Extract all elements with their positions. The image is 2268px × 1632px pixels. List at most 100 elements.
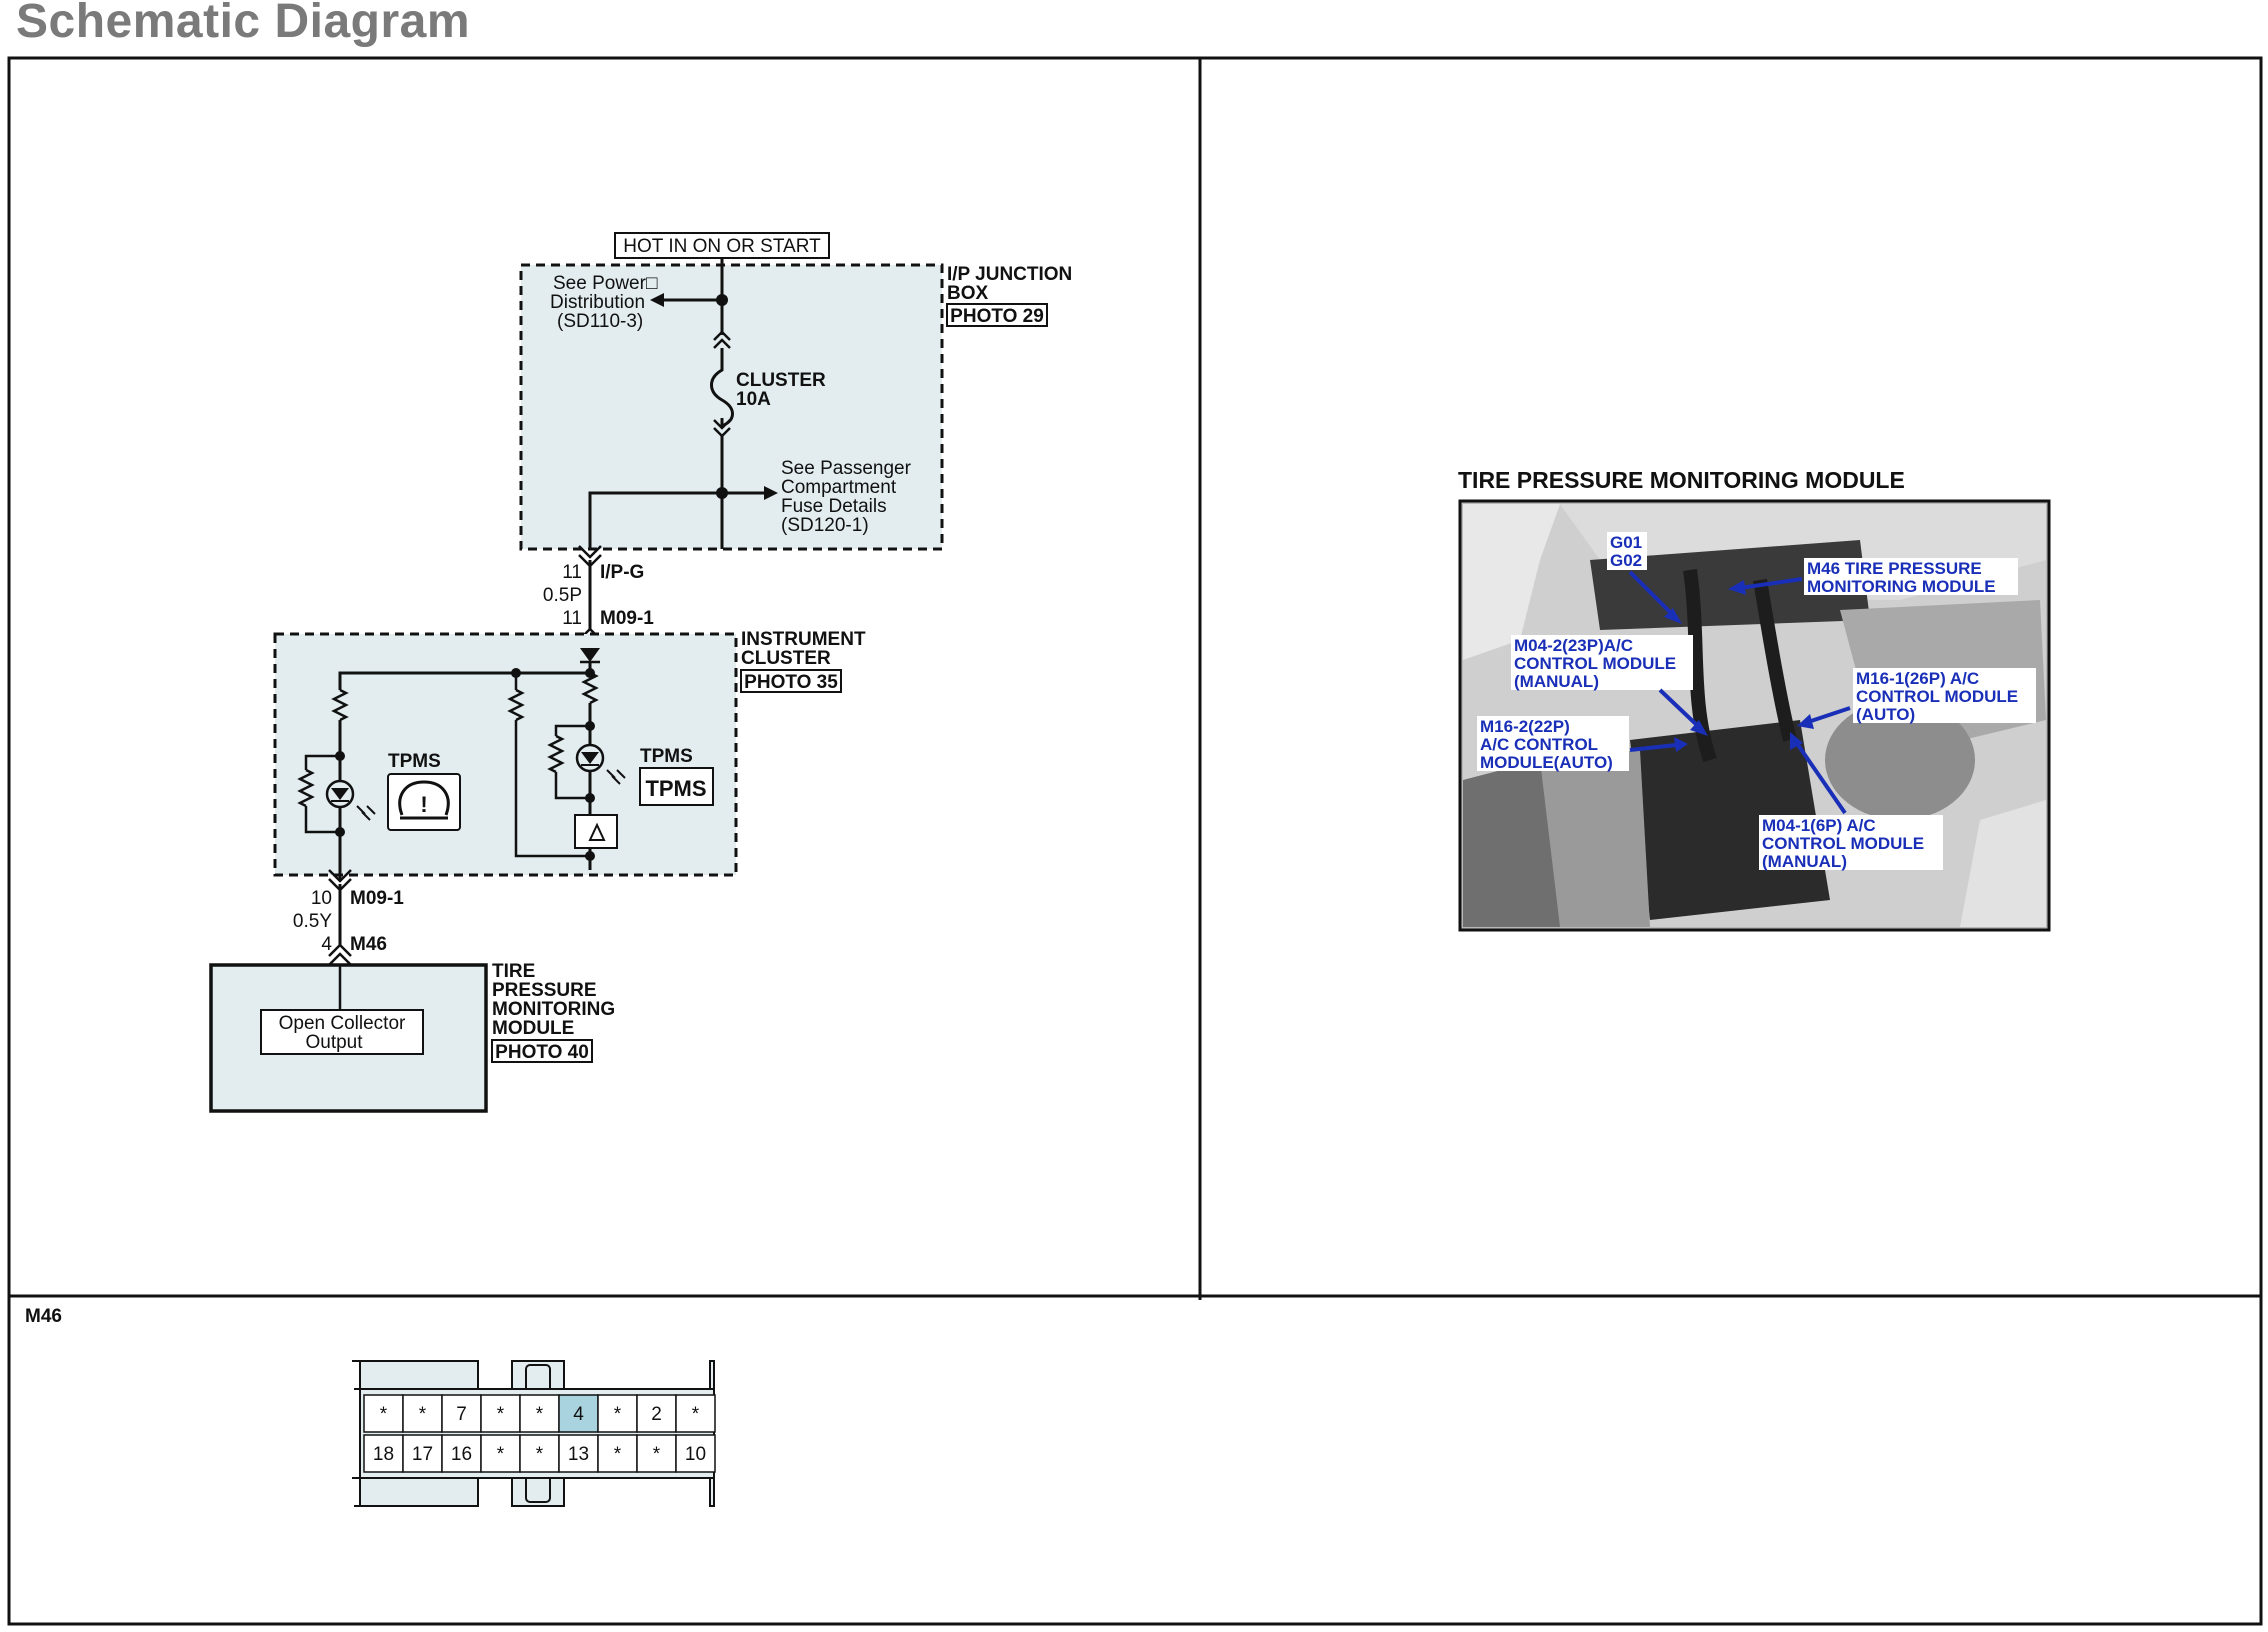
photo-35-label: PHOTO 35 [744,672,838,693]
connector-pin-cell [636,1434,677,1473]
connector-pin-cell [480,1394,521,1433]
ip-junction-box-name-2: BOX [947,283,989,304]
connector-pin-cell [363,1394,404,1433]
connector-chevron-icon [328,943,352,966]
callout-m04-2: M04-2(23P)A/C CONTROL MODULE (MANUAL) [1511,635,1708,736]
callout-m16-1: M16-1(26P) A/C CONTROL MODULE (AUTO) [1797,668,2036,729]
see-power-1: See Power□ [553,273,658,294]
connector-pin-label: 10 [685,1444,706,1465]
callout-m16-2-3: MODULE(AUTO) [1480,753,1613,772]
photo-29-label: PHOTO 29 [950,306,1044,327]
connector-pin-label: * [536,1404,544,1425]
hot-label-box [614,232,830,259]
callout-m16-1-3: (AUTO) [1856,705,1915,724]
fuse-name: CLUSTER [736,370,826,391]
m09-1-connector-name: M09-1 [350,888,404,909]
callout-m04-1-2: CONTROL MODULE [1762,834,1924,853]
light-rays-icon [356,805,376,821]
photo-panel: TIRE PRESSURE MONITORING MODULE G01 G02 … [1458,467,2051,932]
see-passenger-3: Fuse Details [781,496,887,517]
callout-m04-1-1: M04-1(6P) A/C [1762,816,1876,835]
tpms-module-name-2: PRESSURE [492,980,597,1001]
connector-pin-label: 4 [573,1404,584,1425]
resistor-icon [547,734,565,774]
tpms-module-name-1: TIRE [492,961,535,982]
callout-m16-2-2: A/C CONTROL [1480,735,1598,754]
connector-latch-bottom-left [359,1477,479,1507]
m09-pin-top: 10 [311,888,332,909]
m09-wire: 0.5Y [293,911,332,932]
see-passenger-2: Compartment [781,477,897,498]
sheet-frame [7,56,2263,1626]
ipg-wire: 0.5P [543,585,582,606]
connector-pin-label: * [536,1444,544,1465]
connector-pin-cell [558,1434,599,1473]
junction-dot [585,793,595,803]
open-collector-box [260,1009,424,1055]
photo-title: TIRE PRESSURE MONITORING MODULE [1458,467,1905,493]
callout-g02: G02 [1610,551,1642,570]
connector-pin-label: 7 [456,1404,467,1425]
callout-m04-2-3: (MANUAL) [1514,672,1599,691]
connector-pin-cell [441,1394,482,1433]
tpms-lamp-left-label: TPMS [388,751,441,772]
connector-pin-cell [675,1434,716,1473]
junction-dot [335,827,345,837]
callout-m04-2-1: M04-2(23P)A/C [1514,636,1633,655]
photo-29-box [946,303,1048,327]
tpms-box-label: TPMS [645,776,706,801]
open-collector-1: Open Collector [279,1013,406,1034]
callout-m16-2: M16-2(22P) A/C CONTROL MODULE(AUTO) [1477,716,1688,772]
callout-m46: M46 TIRE PRESSURE MONITORING MODULE [1728,558,2018,596]
callout-m16-2-1: M16-2(22P) [1480,717,1570,736]
connector-label: M46 [25,1306,62,1327]
tpms-text-box [639,767,714,806]
connector-pin-label: * [497,1404,505,1425]
photo-40-box [491,1039,593,1063]
see-power-2: Distribution [550,292,645,313]
diode-icon [580,648,600,662]
connector-pin-cell [636,1394,677,1433]
connector-pin-label: 18 [373,1444,394,1465]
connector-pin-label: * [497,1444,505,1465]
callout-m04-1: M04-1(6P) A/C CONTROL MODULE (MANUAL) [1759,732,1943,871]
switch-box-icon [574,814,618,849]
connector-pin-cell [519,1434,560,1473]
ipg-connector-name: I/P-G [600,562,644,583]
ipg-pin-top: 11 [562,562,582,583]
connector-pin-label: * [614,1444,622,1465]
connector-pin-cell [402,1394,443,1433]
photo-35-box [740,669,842,693]
light-rays-icon [606,769,626,785]
photo-40-label: PHOTO 40 [495,1042,589,1063]
connector-pin-label: 13 [568,1444,589,1465]
hot-label: HOT IN ON OR START [623,236,821,257]
callout-m46-2: MONITORING MODULE [1807,577,1996,596]
connector-pin-label: 16 [451,1444,472,1465]
connector-pin-label: * [380,1404,388,1425]
connector-pin-label: * [692,1404,700,1425]
connector-latch-top-left [359,1360,479,1390]
svg-text:!: ! [420,792,427,817]
connector-pin-cell [675,1394,716,1433]
wiring-schematic: HOT IN ON OR START I/P JUNCTION BOX PHOT… [209,232,1072,1113]
tpms-module-name-3: MONITORING [492,999,615,1020]
resistor-icon [581,671,599,705]
connector-pin-cell [558,1394,599,1433]
instrument-cluster-name-1: INSTRUMENT [741,629,866,650]
m09-connector-name: M09-1 [600,608,654,629]
m09-pin-bottom: 4 [321,934,332,955]
resistor-icon [507,688,525,722]
callout-m16-1-2: CONTROL MODULE [1856,687,2018,706]
m46-connector-name: M46 [350,934,387,955]
connector-pin-label: * [653,1444,661,1465]
instrument-cluster-name-2: CLUSTER [741,648,831,669]
see-passenger-1: See Passenger [781,458,912,479]
connector-pin-label: 17 [412,1444,433,1465]
connector-pin-cell [402,1434,443,1473]
connector-pin-cell [597,1394,638,1433]
see-power-3: (SD110-3) [557,311,643,332]
